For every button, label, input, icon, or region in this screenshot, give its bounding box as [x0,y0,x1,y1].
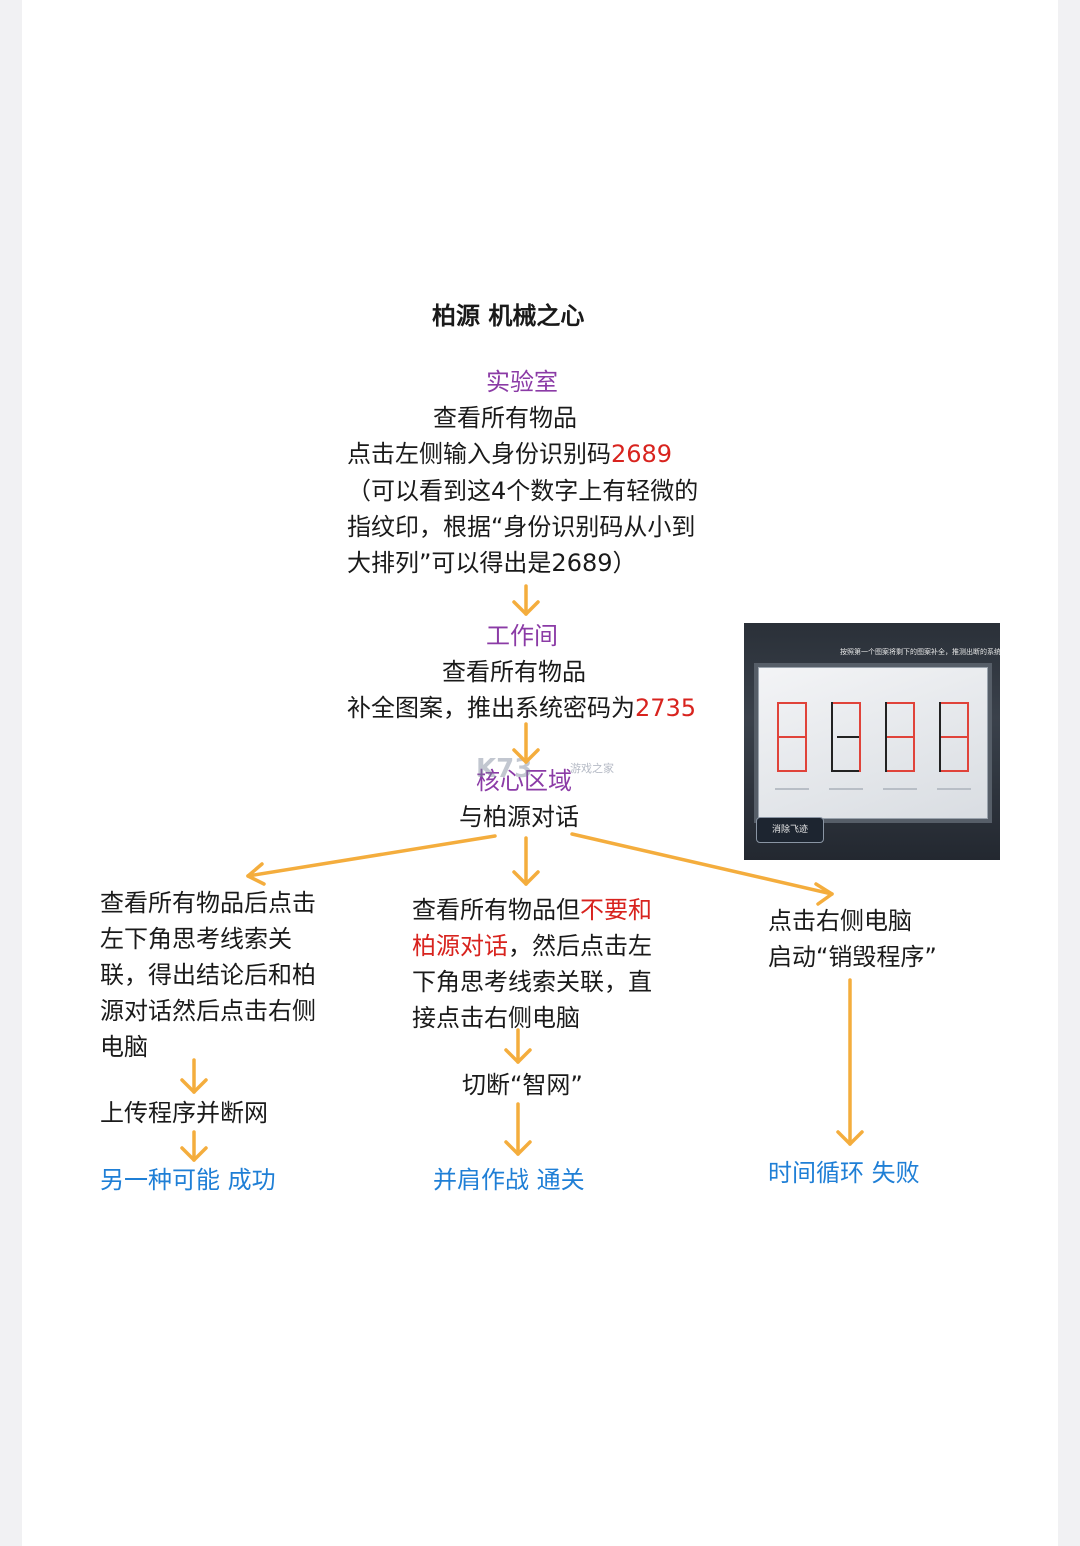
left-line5: 电脑 [100,1033,148,1061]
arrow-core-to-left [246,834,497,886]
lab-note-line3: 大排列”可以得出是2689） [347,549,637,577]
mid-line1-red: 不要和 [580,896,652,924]
arrow-right-to-result [836,978,864,1146]
lab-line1: 查看所有物品 [433,404,577,432]
workshop-line1: 查看所有物品 [442,658,586,686]
page-title: 柏源 机械之心 [432,302,585,330]
workshop-line2-text: 补全图案，推出系统密码为 [347,694,635,722]
left-line1: 查看所有物品后点击 [100,889,316,917]
pattern-panel [758,667,988,819]
workshop-code: 2735 [635,694,697,722]
lab-code: 2689 [611,440,673,468]
arrow-left-step-to-result [180,1130,208,1162]
pattern-base-2 [829,788,863,790]
mid-line4: 接点击右侧电脑 [412,1004,580,1032]
mid-line2-red: 柏源对话 [412,932,508,960]
arrow-workshop-to-core [512,722,540,764]
lab-line2-text: 点击左侧输入身份识别码 [347,440,611,468]
right-result: 时间循环 失败 [768,1159,920,1187]
workshop-heading: 工作间 [486,622,558,650]
pattern-base-4 [937,788,971,790]
pattern-digit-2 [831,702,861,772]
arrow-mid-to-step [504,1028,532,1064]
mid-step: 切断“智网” [462,1071,583,1099]
arrow-mid-step-to-result [504,1102,532,1156]
lab-heading: 实验室 [486,368,558,396]
pattern-base-1 [775,788,809,790]
left-step: 上传程序并断网 [100,1099,268,1127]
game-screenshot: 按照第一个图案将剩下的图案补全，推测出断的系统 [744,623,1000,860]
mid-line1-text: 查看所有物品但 [412,896,580,924]
mid-line1: 查看所有物品但不要和 [412,892,652,928]
mid-line2: 柏源对话，然后点击左 [412,928,652,964]
left-line4: 源对话然后点击右侧 [100,997,316,1025]
pattern-digit-4 [939,702,969,772]
arrow-lab-to-workshop [512,584,540,616]
core-heading: 核心区域 [476,767,572,795]
mid-result: 并肩作战 通关 [433,1166,585,1194]
left-line2: 左下角思考线索关 [100,925,292,953]
lab-line2: 点击左侧输入身份识别码2689 [347,436,672,472]
arrow-core-to-mid [512,836,540,886]
core-line1: 与柏源对话 [459,803,579,831]
left-result: 另一种可能 成功 [100,1166,276,1194]
arrow-left-to-step [180,1058,208,1094]
workshop-line2: 补全图案，推出系统密码为2735 [347,690,696,726]
right-line1: 点击右侧电脑 [768,907,912,935]
pattern-base-3 [883,788,917,790]
left-line3: 联，得出结论后和柏 [100,961,316,989]
screenshot-hint: 按照第一个图案将剩下的图案补全，推测出断的系统 [840,648,1000,656]
mid-line3: 下角思考线索关联，直 [412,968,652,996]
lab-note-line2: 指纹印，根据“身份识别码从小到 [347,513,696,541]
pattern-digit-3 [885,702,915,772]
lab-note-line1: （可以看到这4个数字上有轻微的 [347,477,699,505]
screenshot-button: 消除飞迹 [756,817,824,843]
right-line2: 启动“销毁程序” [768,943,937,971]
watermark-text: 游戏之家 [570,762,614,775]
arrow-core-to-right [570,832,834,906]
mid-line2-text: ，然后点击左 [508,932,652,960]
pattern-digit-1 [777,702,807,772]
